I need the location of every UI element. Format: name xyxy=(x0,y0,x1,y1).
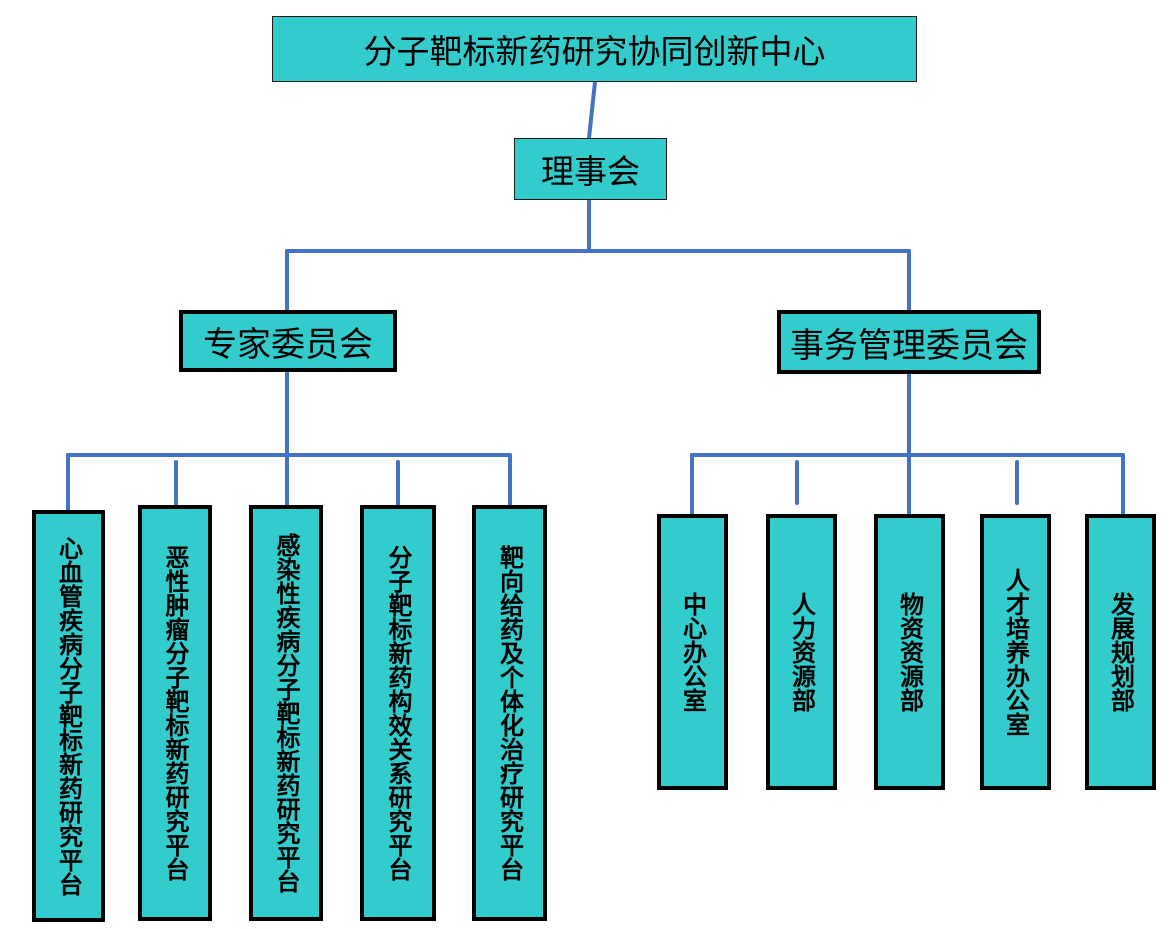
office-label: 发展规划部 xyxy=(1106,592,1135,712)
affairs-committee-box: 事务管理委员会 xyxy=(777,310,1041,374)
expert-committee-box: 专家委员会 xyxy=(179,310,397,372)
office-label: 中心办公室 xyxy=(678,592,707,712)
office-box-planning: 发展规划部 xyxy=(1085,514,1156,790)
affairs-committee-label: 事务管理委员会 xyxy=(790,325,1028,366)
platform-box-infectious: 感染性疾病分子靶标新药研究平台 xyxy=(249,505,323,921)
platform-label: 心血管疾病分子靶标新药研究平台 xyxy=(54,536,83,896)
platform-box-targeted-delivery: 靶向给药及个体化治疗研究平台 xyxy=(472,505,547,921)
expert-committee-label: 专家委员会 xyxy=(203,324,373,365)
center-title: 分子靶标新药研究协同创新中心 xyxy=(363,32,826,71)
center-title-box: 分子靶标新药研究协同创新中心 xyxy=(272,16,917,82)
platform-label: 恶性肿瘤分子靶标新药研究平台 xyxy=(161,545,189,881)
platform-label: 分子靶标新药构效关系研究平台 xyxy=(384,545,412,881)
board-box: 理事会 xyxy=(514,138,667,200)
platform-box-structure-activity: 分子靶标新药构效关系研究平台 xyxy=(360,505,436,921)
office-label: 物资资源部 xyxy=(895,592,924,712)
office-label: 人力资源部 xyxy=(787,592,816,712)
office-box-materials: 物资资源部 xyxy=(874,514,945,790)
connector-center-board xyxy=(587,80,597,140)
platform-box-tumor: 恶性肿瘤分子靶标新药研究平台 xyxy=(138,505,212,921)
platform-label: 感染性疾病分子靶标新药研究平台 xyxy=(272,533,300,893)
platform-label: 靶向给药及个体化治疗研究平台 xyxy=(495,545,524,881)
office-box-center: 中心办公室 xyxy=(657,514,728,790)
platform-box-cardiovascular: 心血管疾病分子靶标新药研究平台 xyxy=(32,510,105,922)
office-box-talent: 人才培养办公室 xyxy=(980,514,1051,790)
board-label: 理事会 xyxy=(541,152,640,191)
office-label: 人才培养办公室 xyxy=(1001,568,1030,736)
office-box-hr: 人力资源部 xyxy=(766,514,837,790)
